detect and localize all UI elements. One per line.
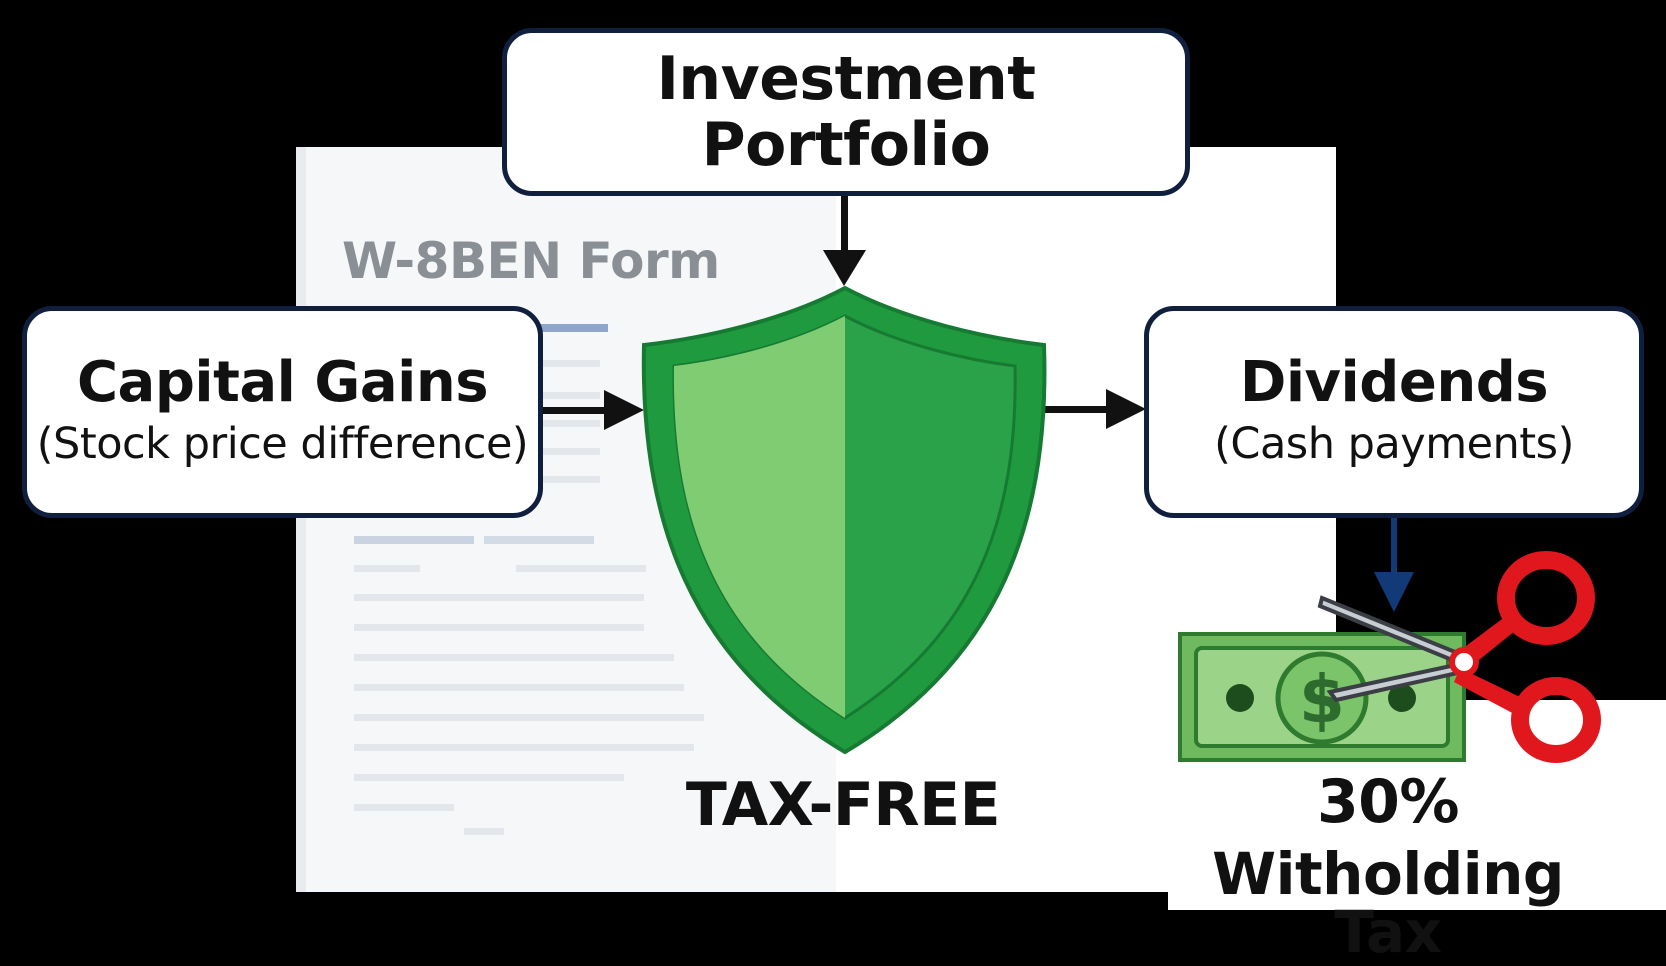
diagram: W-8BEN Form $ — [22, 28, 1666, 961]
dividends-box: Dividends (Cash payments) — [1144, 306, 1644, 518]
dollar-bill-icon: $ — [1178, 632, 1466, 762]
form-title: W-8BEN Form — [342, 232, 720, 290]
arrow-dividends-to-tax — [1374, 518, 1414, 612]
tax-free-label: TAX-FREE — [685, 770, 1001, 840]
dividends-title: Dividends — [1239, 350, 1549, 416]
arrow-capital-to-shield — [543, 390, 644, 430]
investment-portfolio-box: Investment Portfolio — [502, 28, 1190, 196]
withholding-tax-label: Witholding Tax — [1212, 840, 1564, 966]
arrows-layer — [543, 196, 1414, 612]
dividends-subtitle: (Cash payments) — [1214, 418, 1574, 469]
capital-gains-subtitle: (Stock price difference) — [36, 418, 529, 469]
capital-gains-box: Capital Gains (Stock price difference) — [22, 306, 543, 518]
withholding-graphic: $ — [1178, 551, 1601, 763]
shield-icon — [641, 285, 1047, 755]
capital-gains-title: Capital Gains — [76, 350, 489, 416]
withholding-percent: 30% — [1316, 767, 1460, 837]
arrow-shield-to-dividends — [1044, 389, 1146, 429]
scissors-icon — [1317, 551, 1601, 763]
arrow-portfolio-to-shield — [823, 196, 866, 286]
portfolio-title: Investment Portfolio — [656, 44, 1036, 180]
